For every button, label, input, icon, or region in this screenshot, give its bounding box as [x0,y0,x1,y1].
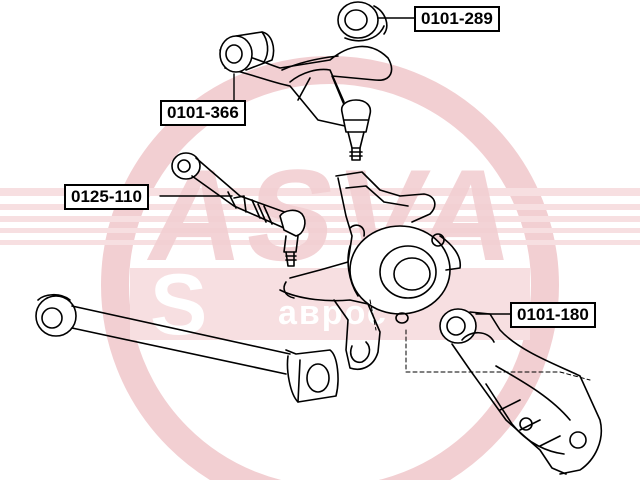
tie-rod [171,152,306,267]
leader-lines [159,17,511,315]
callout-0101-366[interactable]: 0101-366 [160,100,246,126]
steering-knuckle [279,171,462,370]
bushing-0101-366 [219,31,275,73]
callout-0101-180[interactable]: 0101-180 [510,302,596,328]
callout-0101-289[interactable]: 0101-289 [414,6,500,32]
callout-0125-110[interactable]: 0125-110 [64,184,149,210]
lower-control-arm [439,308,602,475]
reference-lines [369,299,591,381]
lower-arm [35,293,339,403]
upper-ball-joint [340,99,372,161]
bushing-0101-289 [337,1,388,42]
